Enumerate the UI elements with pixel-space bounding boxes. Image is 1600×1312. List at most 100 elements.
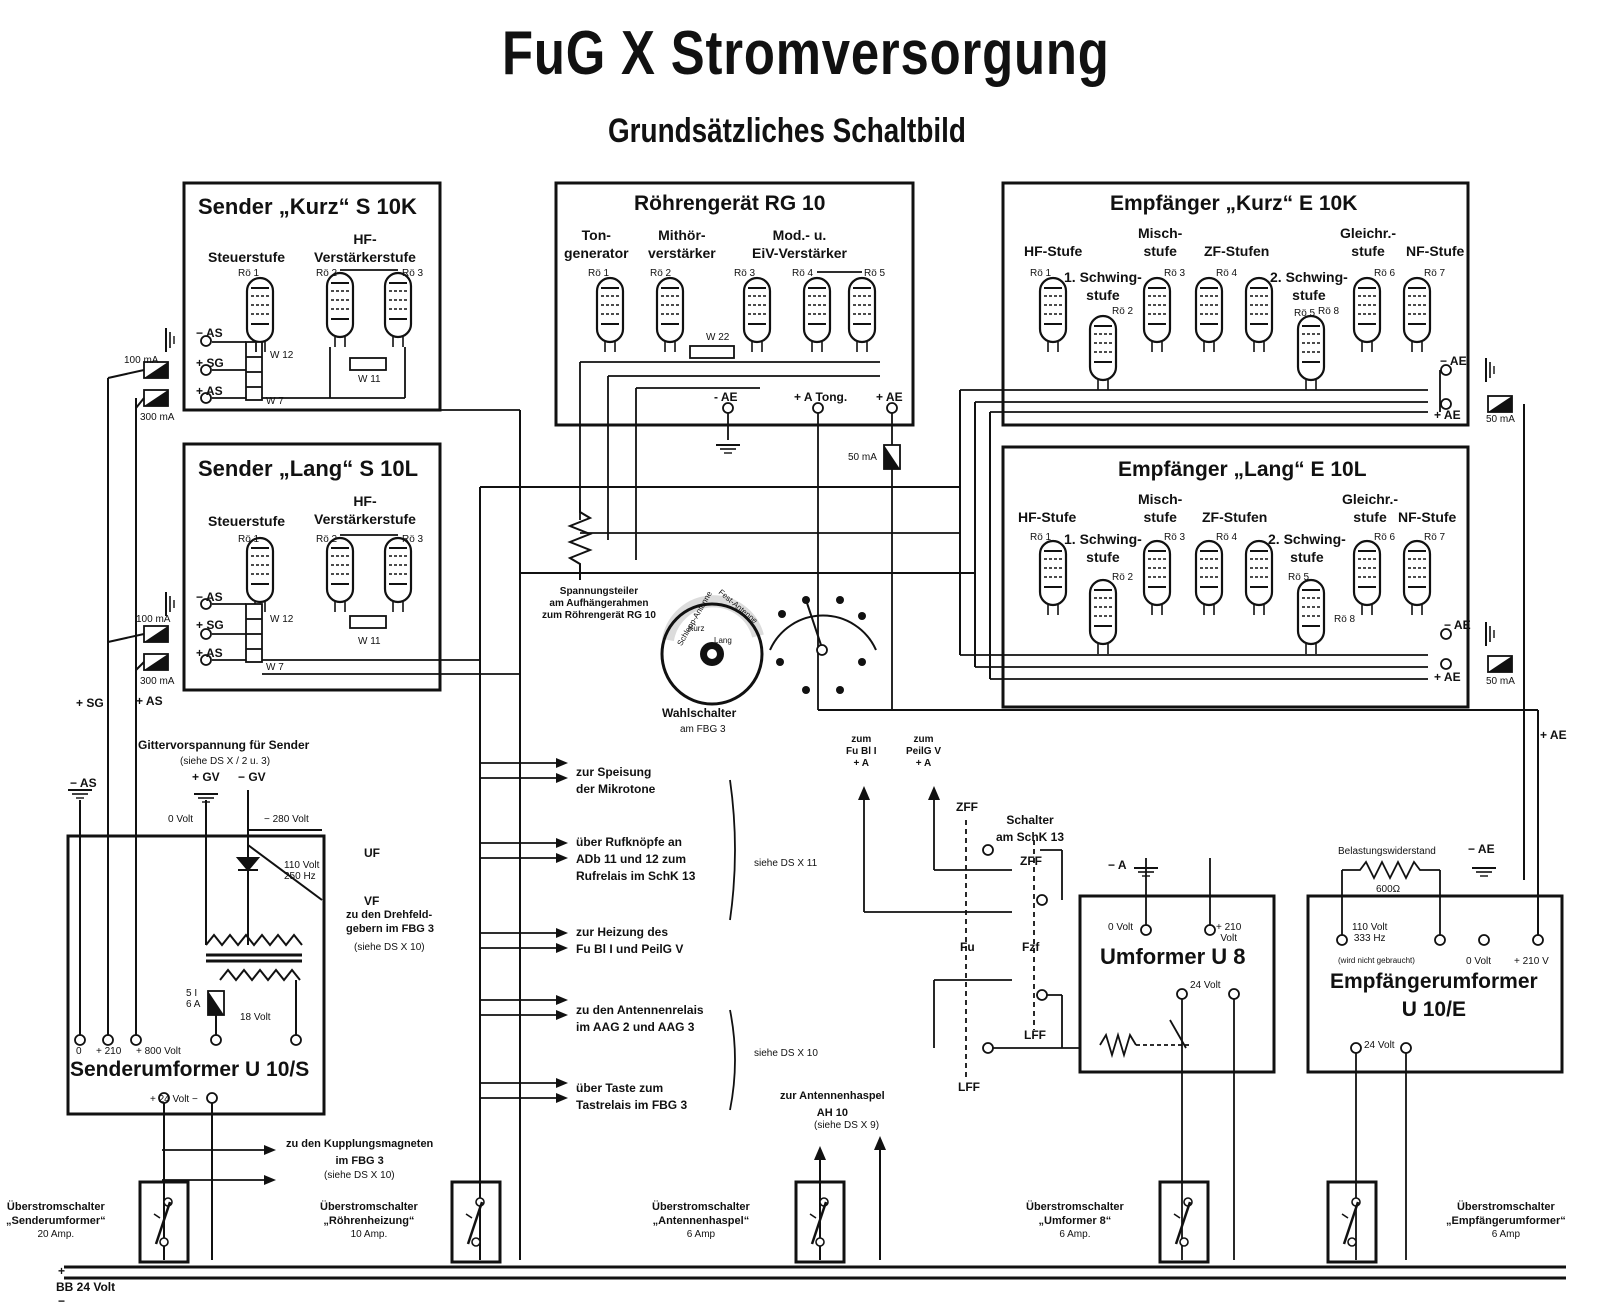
e10k-nf: NF-Stufe	[1406, 243, 1465, 259]
breaker-2-amp: 6 Amp	[686, 1229, 716, 1240]
rg10-mod: Mod.- u. EiV-Verstärker	[752, 227, 847, 261]
u10s-fuse: 5 I 6 A	[186, 988, 201, 1010]
breaker-0-name: „Senderumformer“	[6, 1215, 106, 1227]
uf-label: UF	[364, 846, 380, 860]
e10l-ro6: Rö 6	[1374, 532, 1396, 543]
rg10-50ma: 50 mA	[848, 452, 877, 463]
breaker-label-2: Überstromschalter„Antennenhaspel“6 Amp	[652, 1200, 750, 1242]
sender-lang-w7: W 7	[266, 662, 284, 673]
volt-280: − 280 Volt	[264, 814, 309, 825]
sender-kurz-w7: W 7	[266, 396, 284, 407]
u8-210: + 210 Volt	[1216, 922, 1242, 944]
e10l-ro4: Rö 4	[1216, 532, 1238, 543]
siehe-11: siehe DS X 11	[754, 858, 818, 869]
e10l-hf: HF-Stufe	[1018, 509, 1077, 525]
u10e-24v: 24 Volt	[1364, 1040, 1395, 1051]
e10l-misch: Misch- stufe	[1138, 491, 1183, 525]
selector-dial	[660, 595, 764, 706]
u10s-0: 0	[76, 1046, 82, 1057]
e10k-title: Empfänger „Kurz“ E 10K	[1110, 192, 1358, 215]
rg10-w22: W 22	[706, 332, 730, 343]
u10s-24v: + 24 Volt −	[150, 1094, 198, 1105]
e10k-ro8: Rö 8	[1318, 306, 1340, 317]
gitter-ref: (siehe DS X / 2 u. 3)	[180, 756, 271, 767]
haspel-ref: (siehe DS X 9)	[814, 1120, 880, 1131]
zum-peil: zum PeilG V + A	[906, 734, 942, 769]
rg10-ae-pos: + AE	[876, 390, 903, 404]
sl-as-neg: − AS	[196, 590, 223, 604]
vf-label: VF	[364, 894, 380, 908]
box-u8	[1078, 894, 1276, 1074]
u8-24v: 24 Volt	[1190, 980, 1221, 991]
u8-title: Umformer U 8	[1100, 944, 1246, 969]
e10l-ro5: Rö 5	[1288, 572, 1310, 583]
e10l-ae-pos: + AE	[1434, 670, 1461, 684]
box-rg10	[554, 181, 915, 427]
e10l-title: Empfänger „Lang“ E 10L	[1118, 458, 1367, 481]
e10k-ro6: Rö 6	[1374, 268, 1396, 279]
e10k-gleichr: Gleichr.- stufe	[1340, 225, 1397, 259]
heizung-label: zur Heizung des Fu Bl I und PeilG V	[576, 925, 684, 956]
rg10-mithoer: Mithör- verstärker	[648, 227, 716, 261]
zff-mid: ZFF	[1020, 854, 1042, 868]
gv-neg: − GV	[238, 770, 266, 784]
belastung-label: Belastungswiderstand	[1338, 846, 1436, 857]
lff-bottom: LFF	[958, 1080, 980, 1094]
box-e10l	[1001, 445, 1470, 709]
e10l-ro7: Rö 7	[1424, 532, 1446, 543]
rg10-ro2: Rö 2	[650, 268, 672, 279]
e10k-ro3: Rö 3	[1164, 268, 1186, 279]
e10k-50ma: 50 mA	[1486, 414, 1515, 425]
breaker-label-0: Überstromschalter„Senderumformer“20 Amp.	[6, 1200, 106, 1242]
e10l-ro2: Rö 2	[1112, 572, 1134, 583]
sender-lang-ro1: Rö 1	[238, 534, 260, 545]
rg10-ro4: Rö 4	[792, 268, 814, 279]
sender-kurz-hf: HF- Verstärkerstufe	[314, 231, 416, 265]
sender-kurz-steuerstufe: Steuerstufe	[208, 249, 286, 265]
breaker-0-title: Überstromschalter	[6, 1201, 105, 1213]
breaker-symbol-4	[1326, 1180, 1378, 1264]
e10l-ro1: Rö 1	[1030, 532, 1052, 543]
e10l-gleichr: Gleichr.- stufe	[1342, 491, 1399, 525]
sender-lang-steuerstufe: Steuerstufe	[208, 513, 286, 529]
rg10-ro5: Rö 5	[864, 268, 886, 279]
left-sg: + SG	[76, 696, 104, 710]
u10e-0v: 0 Volt	[1466, 956, 1492, 967]
sk-100ma: 100 mA	[124, 355, 159, 366]
bb-plus: +	[58, 1264, 66, 1278]
breaker-2-title: Überstromschalter	[652, 1201, 750, 1213]
sender-kurz-w12: W 12	[270, 350, 294, 361]
sender-kurz-w11: W 11	[358, 374, 381, 385]
sender-lang-w11: W 11	[358, 636, 381, 647]
rg10-ae-neg: - AE	[714, 390, 738, 404]
drehfeld-ref: (siehe DS X 10)	[354, 942, 425, 953]
e10k-schwing1: 1. Schwing- stufe	[1064, 269, 1142, 303]
sk-as-pos: + AS	[196, 384, 223, 398]
rg10-title: Röhrengerät RG 10	[634, 192, 826, 215]
lff-mid: LFF	[1024, 1028, 1046, 1042]
e10k-hf: HF-Stufe	[1024, 243, 1083, 259]
e10l-zf: ZF-Stufen	[1202, 509, 1268, 525]
e10k-ro7: Rö 7	[1424, 268, 1446, 279]
u10s-title: Senderumformer U 10/S	[70, 1058, 310, 1081]
speisung-label: zur Speisung der Mikrotone	[576, 765, 656, 796]
sender-lang-hf: HF- Verstärkerstufe	[314, 493, 416, 527]
volt-0: 0 Volt	[168, 814, 194, 825]
sender-lang-w12: W 12	[270, 614, 294, 625]
sk-sg-pos: + SG	[196, 356, 224, 370]
schalter-label: Schalter am SchK 13	[996, 813, 1065, 844]
zum-fubl: zum Fu Bl I + A	[846, 734, 877, 769]
kupplung-ref: (siehe DS X 10)	[324, 1170, 395, 1181]
page-subtitle: Grundsätzliches Schaltbild	[608, 112, 966, 150]
breaker-label-1: Überstromschalter„Röhrenheizung“10 Amp.	[320, 1200, 418, 1242]
e10k-misch: Misch- stufe	[1138, 225, 1183, 259]
taste-label: über Taste zum Tastrelais im FBG 3	[576, 1081, 688, 1112]
u10e-nicht: (wird nicht gebraucht)	[1338, 956, 1415, 965]
left-as-neg: − AS	[70, 776, 97, 790]
gitter-label: Gittervorspannung für Sender	[138, 738, 310, 752]
box-u10e	[1306, 894, 1564, 1074]
breaker-1-name: „Röhrenheizung“	[323, 1215, 415, 1227]
kupplung-label: zu den Kupplungsmagneten im FBG 3	[286, 1138, 434, 1167]
u8-a-neg: − A	[1108, 858, 1127, 872]
